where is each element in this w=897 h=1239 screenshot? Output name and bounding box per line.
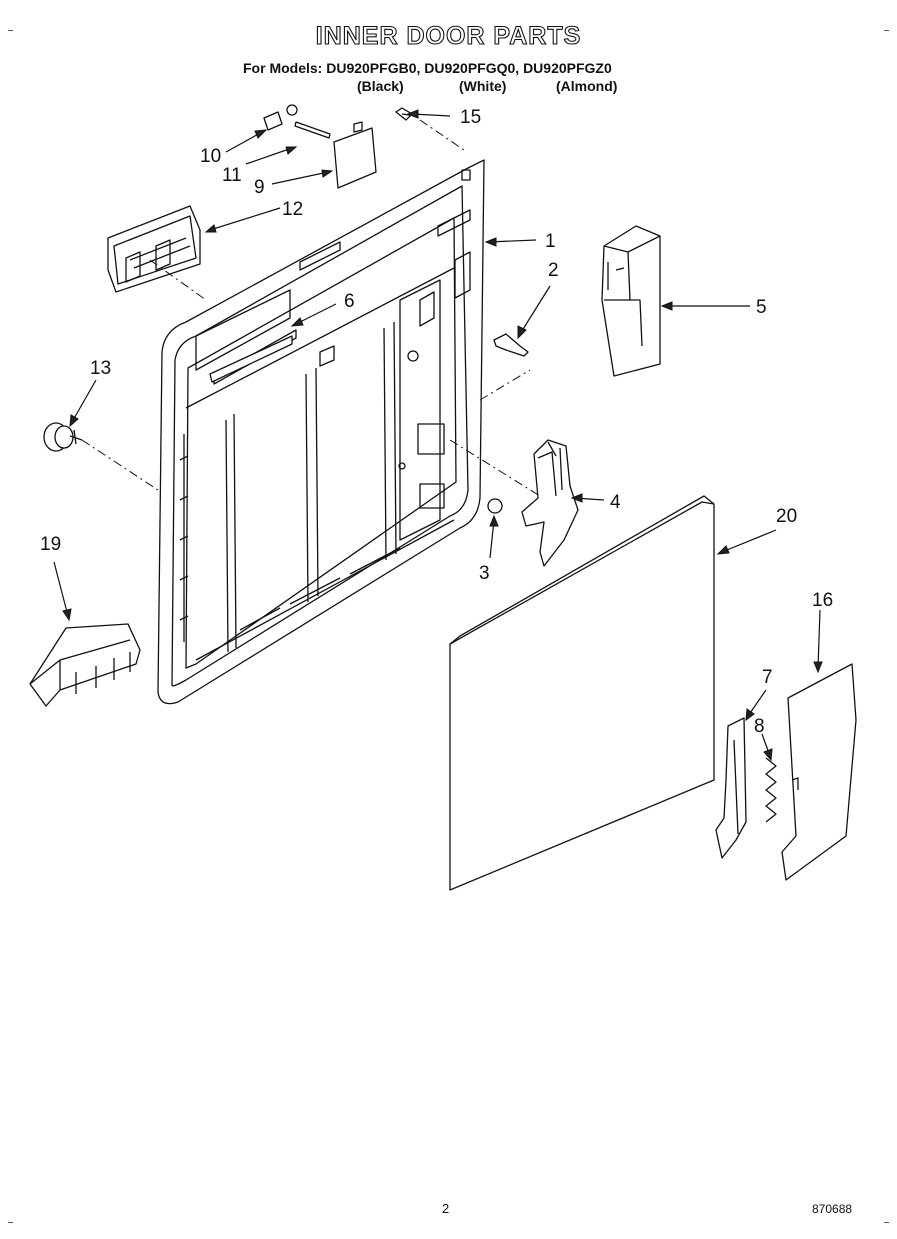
diagram-title: INNER DOOR PARTS [315, 21, 582, 50]
part-13-cap [43, 422, 83, 452]
crop-mark [8, 1222, 13, 1223]
callout-7: 7 [762, 667, 773, 688]
crop-mark [884, 30, 889, 31]
callout-4: 4 [610, 492, 621, 513]
callout-13: 13 [90, 358, 111, 379]
callout-3: 3 [479, 563, 490, 584]
part-5-housing [601, 225, 661, 377]
callout-10: 10 [200, 146, 221, 167]
part-20-panel [449, 495, 715, 891]
document-number: 870688 [812, 1202, 853, 1216]
leader-lines [53, 109, 823, 762]
part-7-hinge [715, 717, 747, 859]
callout-9: 9 [254, 177, 265, 198]
part-9-cover [333, 121, 377, 189]
crop-mark [8, 30, 13, 31]
part-3-knob [487, 498, 503, 514]
variant-almond: (Almond) [556, 78, 618, 94]
models-line: For Models: DU920PFGB0, DU920PFGQ0, DU92… [243, 60, 612, 76]
callout-12: 12 [282, 199, 303, 220]
variant-black: (Black) [357, 78, 404, 94]
variant-white: (White) [459, 78, 507, 94]
part-12-vent [107, 205, 201, 293]
part-6-strip [209, 335, 293, 383]
part-16-panel [781, 663, 857, 881]
page-number: 2 [442, 1201, 450, 1216]
callout-16: 16 [812, 590, 833, 611]
part-8-spring [765, 757, 777, 823]
callout-2: 2 [548, 260, 559, 281]
part-10-screw [263, 104, 298, 131]
callout-19: 19 [40, 534, 61, 555]
callout-11: 11 [222, 165, 242, 186]
callout-1: 1 [545, 231, 556, 252]
part-2-bracket [493, 333, 529, 357]
callout-5: 5 [756, 297, 767, 318]
callout-8: 8 [754, 716, 765, 737]
crop-mark [884, 1222, 889, 1223]
callout-6: 6 [344, 291, 355, 312]
part-19-handle [29, 623, 141, 707]
part-11-rod [294, 121, 331, 139]
callout-15: 15 [460, 107, 481, 128]
inner-door-liner [157, 159, 485, 705]
callout-20: 20 [776, 506, 797, 527]
part-4-latch [521, 439, 579, 567]
